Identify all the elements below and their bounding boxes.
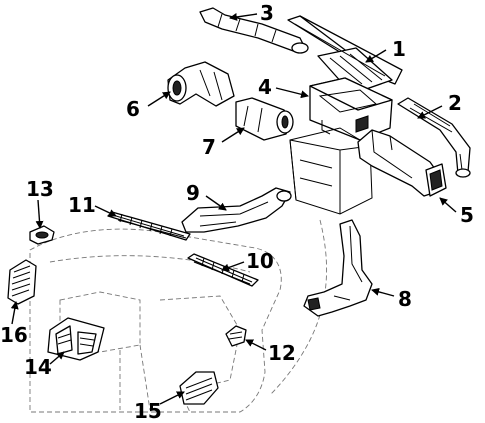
part-12-small-grille <box>225 325 247 347</box>
leader-16 <box>10 301 19 325</box>
leader-6 <box>147 91 171 107</box>
callout-6: 6 <box>126 97 140 121</box>
leader-4 <box>275 87 309 99</box>
callout-9: 9 <box>186 181 200 205</box>
callout-4: 4 <box>258 75 272 99</box>
callout-8: 8 <box>398 287 412 311</box>
part-4-center-duct <box>309 77 393 148</box>
callout-11: 11 <box>68 193 96 217</box>
leader-7 <box>221 127 245 143</box>
part-6-left-duct <box>167 61 235 107</box>
callout-13: 13 <box>26 177 54 201</box>
callout-1: 1 <box>392 37 406 61</box>
part-3-defroster-hose <box>199 7 309 54</box>
callout-16: 16 <box>0 323 28 347</box>
leader-2 <box>417 105 443 119</box>
leader-14 <box>49 351 65 365</box>
callout-labels: 1 2 3 4 5 6 7 8 9 10 11 12 13 14 15 16 <box>0 1 474 423</box>
callout-15: 15 <box>134 399 162 423</box>
leader-3 <box>229 13 258 21</box>
leader-13 <box>35 199 44 229</box>
leader-8 <box>371 287 395 297</box>
leader-12 <box>245 339 267 351</box>
leader-lines <box>10 13 457 405</box>
leader-5 <box>439 197 457 213</box>
callout-7: 7 <box>202 135 216 159</box>
leader-9 <box>205 195 227 211</box>
callout-10: 10 <box>246 249 274 273</box>
part-2-defroster-duct <box>397 97 471 178</box>
callout-3: 3 <box>260 1 274 25</box>
callout-2: 2 <box>448 91 462 115</box>
part-16-side-vent <box>7 259 37 305</box>
dashboard-outline <box>29 219 328 413</box>
part-8-floor-duct <box>303 219 373 317</box>
callout-5: 5 <box>460 203 474 227</box>
part-5-side-duct <box>357 129 447 197</box>
part-7-connector-duct <box>235 97 294 141</box>
part-14-center-vent <box>47 317 105 361</box>
leader-10 <box>221 261 245 272</box>
leader-11 <box>94 205 117 217</box>
leader-1 <box>365 49 387 63</box>
callout-12: 12 <box>268 341 296 365</box>
part-9-rear-duct <box>181 187 292 233</box>
part-13-side-defroster-grille <box>29 225 55 245</box>
leader-15 <box>159 391 185 405</box>
part-11-defroster-grille <box>107 211 191 241</box>
part-15-side-vent <box>179 371 219 405</box>
callout-14: 14 <box>24 355 52 379</box>
part-1-instrument-duct <box>287 15 403 95</box>
